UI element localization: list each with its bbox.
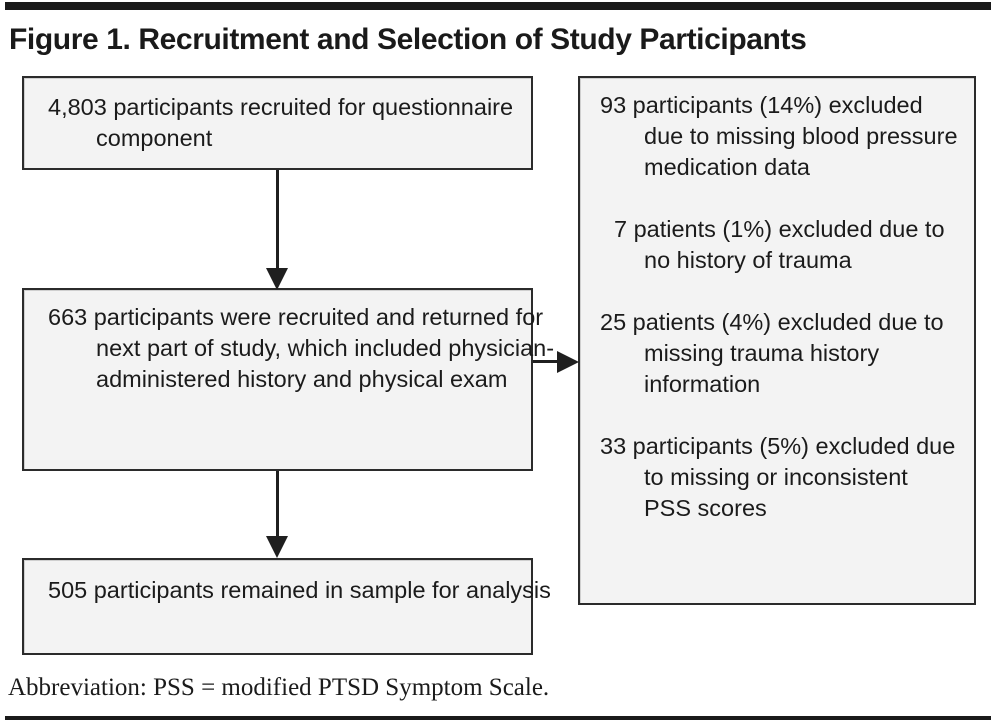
flow-box-exclusions: 93 participants (14%) excluded due to mi… [578, 76, 976, 605]
exclusion-item-bp-medication: 93 participants (14%) excluded due to mi… [600, 92, 965, 180]
flow-box-recruited: 4,803 participants recruited for questio… [22, 76, 533, 170]
flow-box-returned-text: 663 participants were recruited and retu… [48, 304, 555, 392]
exclusion-list: 93 participants (14%) excluded due to mi… [600, 90, 960, 524]
arrow-returned-to-exclusions [533, 360, 559, 363]
bottom-divider-rule [5, 716, 991, 720]
exclusion-item-no-trauma-history: 7 patients (1%) excluded due to no histo… [614, 216, 952, 273]
flow-box-returned: 663 participants were recruited and retu… [22, 288, 554, 471]
arrow-returned-to-exclusions-head [557, 351, 579, 373]
arrow-recruited-to-returned [276, 170, 279, 272]
flow-box-remained: 505 participants remained in sample for … [22, 558, 551, 655]
arrow-returned-to-remained [276, 471, 279, 539]
arrow-recruited-to-returned-head [266, 268, 288, 290]
exclusion-item-pss-scores: 33 participants (5%) excluded due to mis… [600, 433, 962, 521]
arrow-returned-to-remained-head [266, 536, 288, 558]
page-title: Figure 1. Recruitment and Selection of S… [9, 23, 807, 56]
top-divider-rule [5, 2, 991, 10]
exclusion-item-missing-trauma-history: 25 patients (4%) excluded due to missing… [600, 309, 951, 397]
flow-box-remained-text: 505 participants remained in sample for … [48, 577, 551, 603]
flow-box-recruited-text: 4,803 participants recruited for questio… [48, 94, 520, 151]
abbreviation-footnote: Abbreviation: PSS = modified PTSD Sympto… [8, 674, 550, 701]
